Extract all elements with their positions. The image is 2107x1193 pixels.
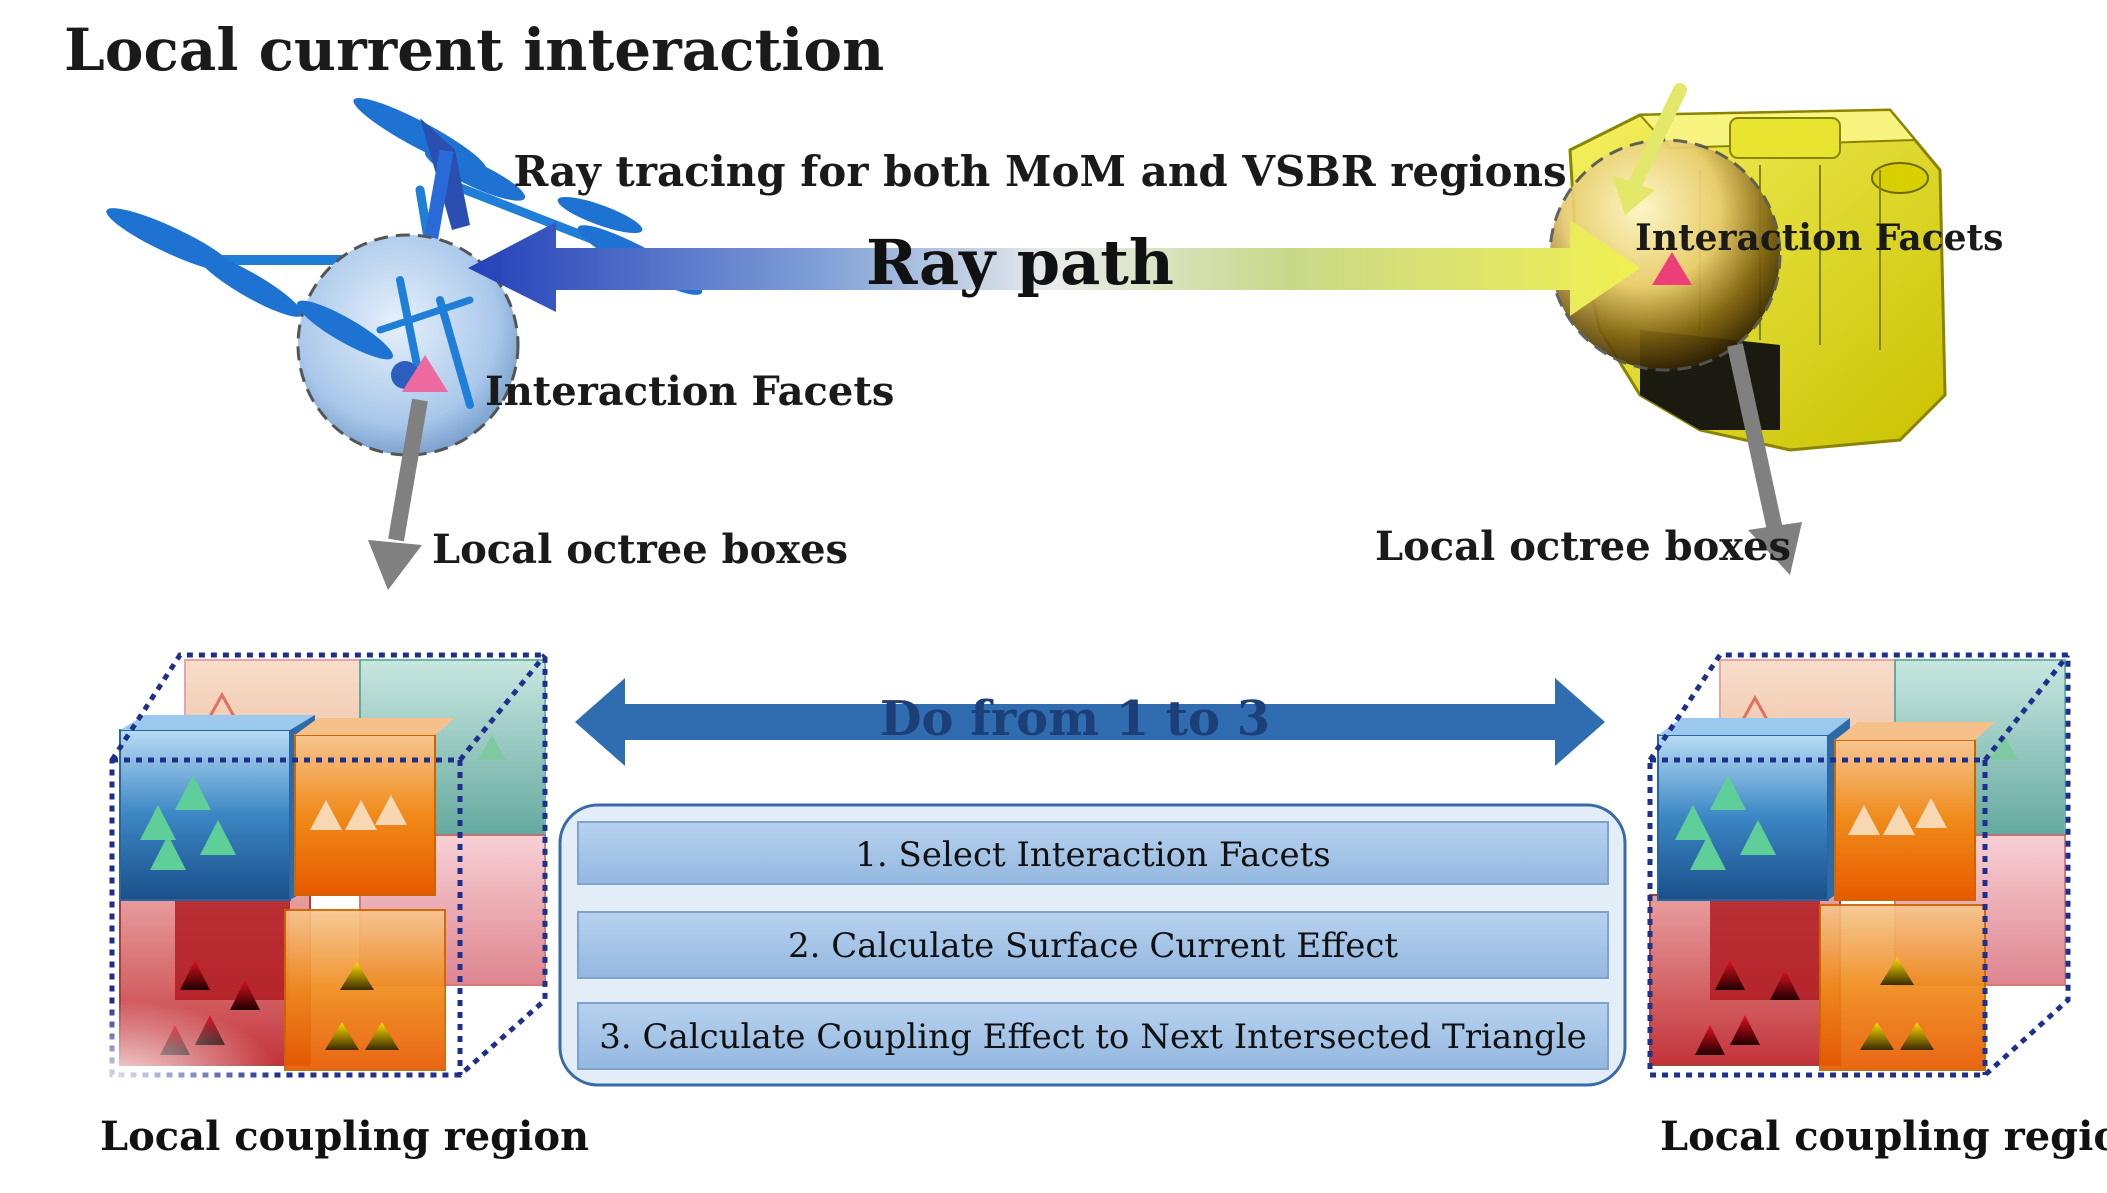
octree-cluster-right — [1647, 652, 2071, 1078]
ray-path-label: Ray path — [866, 226, 1174, 299]
step-item-1[interactable]: 1. Select Interaction Facets — [577, 821, 1609, 885]
interaction-facets-label-left: Interaction Facets — [485, 368, 894, 415]
step-item-3[interactable]: 3. Calculate Coupling Effect to Next Int… — [577, 1002, 1609, 1070]
drone-core — [296, 276, 474, 409]
corner-fade — [0, 1000, 280, 1160]
step-item-2[interactable]: 2. Calculate Surface Current Effect — [577, 911, 1609, 979]
octree-arrow-left — [368, 398, 428, 590]
page-title: Local current interaction — [64, 16, 884, 84]
interaction-facets-label-right: Interaction Facets — [1635, 217, 2003, 259]
step-2-label: 2. Calculate Surface Current Effect — [788, 926, 1398, 966]
octree-arrow-right — [1727, 343, 1802, 575]
interaction-facet-marker-left — [402, 355, 448, 392]
ray-tracing-caption: Ray tracing for both MoM and VSBR region… — [513, 147, 1566, 196]
octree-label-left: Local octree boxes — [432, 526, 848, 573]
ray-path-arrow[interactable] — [468, 220, 1640, 316]
region-label-left: Local coupling region — [100, 1113, 589, 1160]
interaction-facet-marker-right — [1652, 252, 1692, 285]
step-3-label: 3. Calculate Coupling Effect to Next Int… — [599, 1017, 1587, 1057]
incoming-ray-arrow — [1612, 83, 1687, 215]
loop-double-arrow[interactable] — [575, 678, 1605, 766]
interaction-sphere-left — [296, 233, 520, 457]
region-label-right: Local coupling region — [1660, 1113, 2107, 1160]
octree-label-right: Local octree boxes — [1375, 523, 1791, 570]
step-1-label: 1. Select Interaction Facets — [855, 835, 1330, 875]
loop-label: Do from 1 to 3 — [880, 691, 1270, 747]
